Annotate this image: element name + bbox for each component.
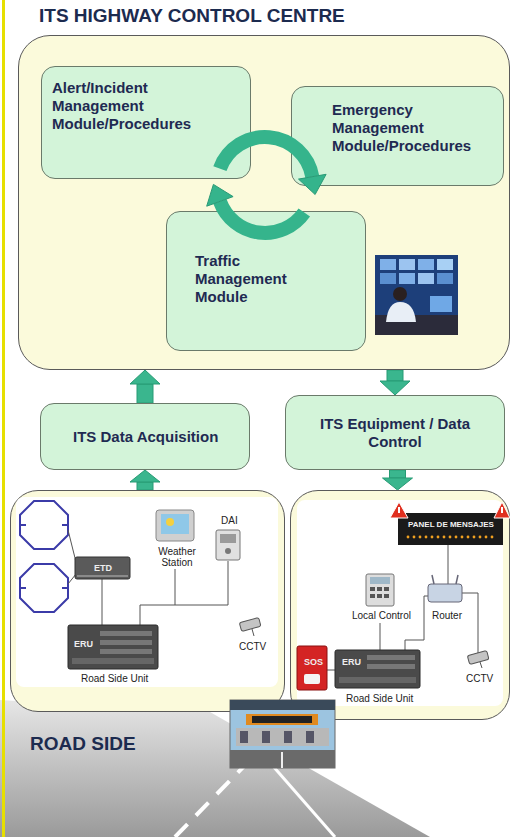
dai-icon	[216, 530, 240, 560]
section-heading: ITS HIGHWAY CONTROL CENTRE	[39, 5, 345, 27]
device-label: Weather Station	[152, 546, 202, 568]
weather-station-icon	[156, 510, 194, 541]
cctv-camera	[467, 651, 489, 668]
sign-text: PANEL DE MENSAJES	[408, 520, 494, 529]
local-control-keypad	[366, 574, 394, 606]
device-label: ETD	[94, 563, 112, 574]
cctv-camera	[239, 618, 261, 636]
wires	[68, 530, 228, 625]
cycle-arrow-heads	[207, 174, 326, 206]
sos-phone	[297, 646, 327, 690]
panel	[16, 497, 278, 687]
etd-device	[75, 557, 130, 579]
road-side-unit-rack	[68, 625, 158, 669]
router-icon	[428, 575, 462, 602]
operator-photo	[375, 255, 458, 335]
flow-arrow	[130, 370, 160, 403]
module-label: Traffic Management Module	[195, 252, 315, 306]
device-label: ERU	[74, 639, 93, 650]
region-label: ROAD SIDE	[30, 733, 136, 755]
panel	[297, 500, 503, 706]
flow-arrow	[380, 370, 410, 395]
device-label: Road Side Unit	[346, 693, 413, 704]
road-picture	[0, 700, 430, 837]
process-label: ITS Equipment / Data Control	[320, 415, 470, 451]
module-label: Emergency Management Module/Procedures	[332, 101, 497, 155]
loop-detector	[20, 501, 68, 612]
flow-arrow	[383, 470, 413, 490]
module-box: Emergency Management Module/Procedures	[291, 86, 504, 186]
side-rule	[2, 0, 5, 837]
device-label: DAI	[221, 515, 238, 526]
toll-plaza-photo	[230, 700, 335, 768]
device-label: CCTV	[239, 641, 266, 652]
device-label: CCTV	[466, 673, 493, 684]
module-label: Alert/Incident Management Module/Procedu…	[52, 79, 217, 133]
process-box: ITS Data Acquisition	[40, 403, 250, 470]
device-label: Router	[432, 610, 462, 621]
process-box: ITS Equipment / Data Control	[285, 395, 505, 470]
cycle-arrows	[220, 137, 312, 233]
message-sign	[390, 502, 510, 545]
flow-arrow	[130, 470, 160, 490]
device-label: Road Side Unit	[81, 673, 148, 684]
road-side-unit-rack	[335, 650, 420, 688]
device-label: Local Control	[352, 610, 411, 621]
device-label: ERU	[342, 657, 361, 668]
process-label: ITS Data Acquisition	[73, 428, 218, 446]
device-label: SOS	[304, 657, 323, 668]
